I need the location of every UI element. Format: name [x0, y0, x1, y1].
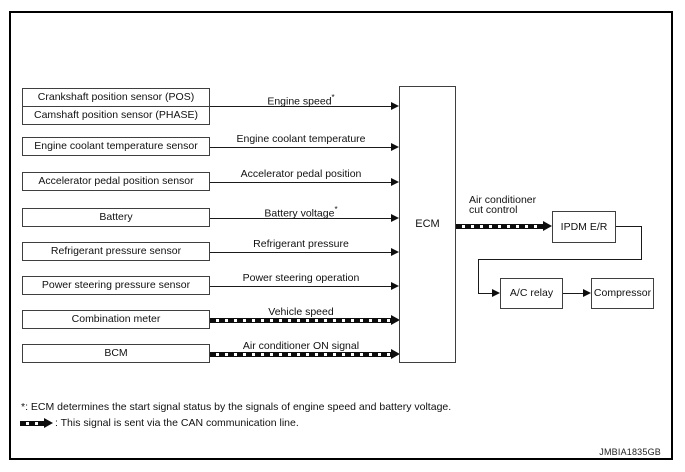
- arrowhead-power-steering: [391, 282, 399, 290]
- arrowhead-relay-in: [492, 289, 500, 297]
- figure-code: JMBIA1835GB: [599, 447, 661, 457]
- arrowhead-engine-speed: [391, 102, 399, 110]
- source-box-accel-pedal-sensor: Accelerator pedal position sensor: [22, 172, 210, 191]
- compressor-box: Compressor: [591, 278, 654, 309]
- connector-accel-pedal: [210, 182, 391, 183]
- connector-relay-feed-h: [478, 259, 642, 260]
- connector-engine-speed: [210, 106, 391, 107]
- connector-coolant-temp: [210, 147, 391, 148]
- can-connector-ac-cut-control: [456, 224, 543, 229]
- box-label-crankshaft: Crankshaft position sensor (POS): [23, 89, 209, 107]
- arrowhead-battery-voltage: [391, 214, 399, 222]
- ac-relay-box: A/C relay: [500, 278, 563, 309]
- connector-ipdm-out-v: [641, 226, 642, 260]
- can-line-legend-icon: [20, 417, 53, 429]
- source-box-refrigerant-sensor: Refrigerant pressure sensor: [22, 242, 210, 261]
- signal-label-ac-on-signal: Air conditioner ON signal: [242, 340, 360, 352]
- signal-label-battery-voltage: Battery voltage*: [264, 205, 338, 220]
- connector-power-steering: [210, 286, 391, 287]
- arrowhead-vehicle-speed: [391, 315, 400, 325]
- footnote-marker: *: [334, 205, 338, 214]
- connector-relay-in: [478, 293, 492, 294]
- arrowhead-compressor: [583, 289, 591, 297]
- footnote-can-legend: : This signal is sent via the CAN commun…: [20, 417, 299, 429]
- source-box-combination-meter: Combination meter: [22, 310, 210, 329]
- connector-refrigerant-pressure: [210, 252, 391, 253]
- arrowhead-coolant-temp: [391, 143, 399, 151]
- can-connector-ac-on-signal: [210, 352, 391, 357]
- signal-label-coolant-temp: Engine coolant temperature: [236, 133, 366, 145]
- arrowhead-ac-cut-control: [543, 221, 552, 231]
- source-box-battery: Battery: [22, 208, 210, 227]
- source-box-power-steering-sensor: Power steering pressure sensor: [22, 276, 210, 295]
- signal-label-ac-cut-control: Air conditioner cut control: [469, 194, 537, 216]
- source-box-position-sensors: Crankshaft position sensor (POS) Camshaf…: [22, 88, 210, 125]
- signal-label-vehicle-speed: Vehicle speed: [268, 306, 334, 318]
- can-connector-vehicle-speed: [210, 318, 391, 323]
- ipdm-er-box: IPDM E/R: [552, 211, 616, 243]
- connector-battery-voltage: [210, 218, 391, 219]
- arrowhead-accel-pedal: [391, 178, 399, 186]
- signal-label-refrigerant-pressure: Refrigerant pressure: [253, 238, 349, 250]
- source-box-coolant-temp-sensor: Engine coolant temperature sensor: [22, 137, 210, 156]
- diagram-border: [9, 11, 673, 460]
- footnote-marker: *: [331, 93, 335, 102]
- signal-label-power-steering: Power steering operation: [242, 272, 360, 284]
- connector-compressor: [563, 293, 583, 294]
- box-label-camshaft: Camshaft position sensor (PHASE): [34, 109, 198, 122]
- connector-ipdm-out-h: [616, 226, 642, 227]
- signal-label-engine-speed: Engine speed*: [267, 93, 335, 108]
- ecm-box: ECM: [399, 86, 456, 363]
- arrowhead-ac-on-signal: [391, 349, 400, 359]
- footnote-asterisk: *: ECM determines the start signal statu…: [21, 401, 452, 413]
- arrowhead-refrigerant-pressure: [391, 248, 399, 256]
- source-box-bcm: BCM: [22, 344, 210, 363]
- signal-label-accel-pedal: Accelerator pedal position: [240, 168, 362, 180]
- connector-relay-feed-v: [478, 259, 479, 294]
